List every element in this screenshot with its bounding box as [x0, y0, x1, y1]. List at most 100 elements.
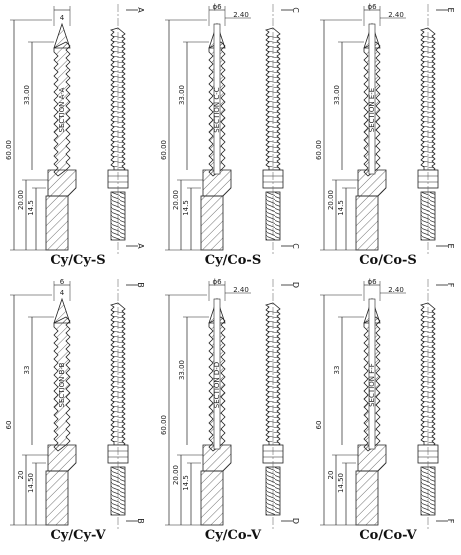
section-collar	[47, 444, 77, 472]
dim-thread: 33	[333, 366, 341, 375]
thread-crest	[421, 155, 435, 159]
section-mark-top: F	[446, 283, 455, 288]
section-shank	[355, 195, 379, 251]
panel-caption: Cy/Co-V	[205, 528, 262, 543]
dim-side: 2.40	[388, 11, 404, 19]
section-collar	[357, 444, 387, 472]
thread-crest	[421, 165, 435, 169]
section-label: SECTION F-F	[368, 363, 376, 407]
dim-short: 14.50	[337, 473, 345, 493]
thread-crest	[111, 360, 125, 364]
thread-crest	[266, 370, 280, 374]
thread-crest	[421, 430, 435, 434]
thread-crest	[266, 440, 280, 444]
section-shank	[45, 470, 69, 526]
section-shank	[200, 470, 224, 526]
section-mark-bottom: D	[291, 518, 300, 524]
dim-short: 14.5	[27, 200, 35, 216]
section-collar	[47, 169, 77, 197]
section-cannula	[213, 23, 221, 175]
dim-thread: 33.00	[178, 85, 186, 105]
section-label: SECTION C-C	[213, 87, 221, 132]
thread-crest	[111, 95, 125, 99]
dim-total: 60	[5, 421, 13, 430]
dim-lower: 20.00	[172, 465, 180, 485]
thread-crest	[111, 85, 125, 89]
dim-short: 14.5	[182, 475, 190, 491]
section-mark-top: E	[446, 7, 455, 12]
dim-side: 2.40	[388, 286, 404, 294]
dim-diameter: ϕ6	[212, 278, 222, 286]
section-shank	[45, 195, 69, 251]
section-cannula	[368, 298, 376, 450]
dim-diameter: ϕ6	[212, 3, 222, 11]
dim-total: 60.00	[160, 415, 168, 435]
section-label: SECTION E-E	[368, 88, 376, 132]
panel-caption: Cy/Cy-S	[50, 253, 105, 268]
section-collar	[202, 444, 232, 472]
section-mark-bottom: F	[446, 519, 455, 524]
section-collar	[357, 169, 387, 197]
thread-crest	[421, 360, 435, 364]
thread-crest	[111, 430, 125, 434]
dim-lower: 20.00	[327, 190, 335, 210]
thread-crest	[111, 165, 125, 169]
dim-thread: 33.00	[178, 360, 186, 380]
section-mark-bottom: B	[136, 518, 145, 524]
thread-crest	[266, 430, 280, 434]
panel-caption: Co/Co-S	[359, 253, 417, 268]
thread-crest	[111, 155, 125, 159]
thread-crest	[421, 85, 435, 89]
panel-caption: Cy/Co-S	[205, 253, 261, 268]
dim-total: 60.00	[315, 140, 323, 160]
dim-lower: 20.00	[172, 190, 180, 210]
dim-lower: 20	[17, 471, 25, 480]
section-mark-bottom: E	[446, 243, 455, 248]
section-label: SECTION B-B	[58, 362, 66, 407]
dim-tip: 4	[60, 14, 65, 22]
thread-crest	[266, 85, 280, 89]
dim-tip: 4	[60, 289, 65, 297]
thread-crest	[266, 155, 280, 159]
section-shank	[200, 195, 224, 251]
dim-total: 60	[315, 421, 323, 430]
section-mark-bottom: A	[136, 243, 145, 249]
section-mark-bottom: C	[291, 243, 300, 249]
section-mark-top: C	[291, 7, 300, 13]
section-cannula	[213, 298, 221, 450]
thread-crest	[266, 165, 280, 169]
panel-caption: Cy/Cy-V	[50, 528, 106, 543]
section-collar	[202, 169, 232, 197]
section-mark-top: A	[136, 7, 145, 13]
dim-short: 14.50	[27, 473, 35, 493]
thread-crest	[111, 370, 125, 374]
dim-lower: 20.00	[17, 190, 25, 210]
dim-short: 14.5	[182, 200, 190, 216]
dim-diameter: ϕ6	[367, 278, 377, 286]
dim-lower: 20	[327, 471, 335, 480]
dim-side: 2.40	[233, 11, 249, 19]
section-mark-top: D	[291, 282, 300, 288]
dim-total: 60.00	[5, 140, 13, 160]
section-cannula	[368, 23, 376, 175]
thread-crest	[266, 95, 280, 99]
panel-caption: Co/Co-V	[359, 528, 417, 543]
dim-thread: 33	[23, 366, 31, 375]
section-shank	[355, 470, 379, 526]
thread-crest	[421, 95, 435, 99]
section-label: SECTION D-D	[213, 362, 221, 408]
section-mark-top: B	[136, 282, 145, 288]
thread-crest	[421, 440, 435, 444]
thread-crest	[421, 370, 435, 374]
section-label: SECTION A-A	[58, 87, 66, 132]
dim-diameter: 6	[60, 278, 65, 286]
thread-crest	[111, 440, 125, 444]
